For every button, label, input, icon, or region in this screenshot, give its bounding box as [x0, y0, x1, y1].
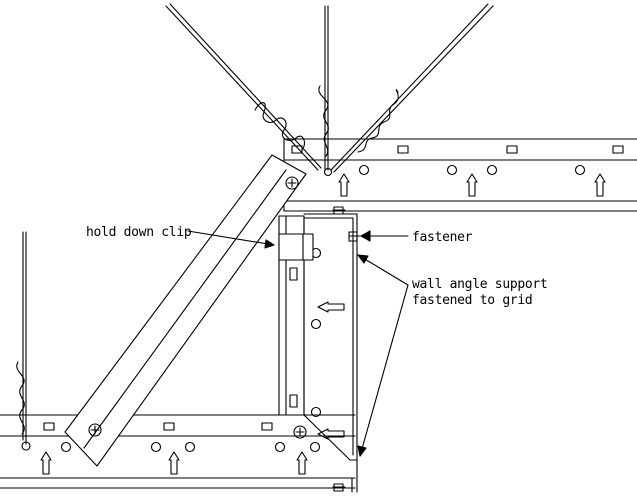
- wall-angle-label-line2: fastened to grid: [412, 293, 532, 308]
- diagonal-brace: [64, 154, 307, 467]
- fastener-label: fastener: [412, 230, 473, 245]
- hold-down-clip-label: hold down clip: [86, 225, 192, 240]
- hanger-wires: [16, 3, 494, 445]
- top-grid-runner: [283, 138, 637, 212]
- hold-down-clip: [278, 233, 314, 261]
- wall-angle-label-line1: wall angle support: [412, 277, 547, 292]
- leader-lines: [187, 230, 409, 457]
